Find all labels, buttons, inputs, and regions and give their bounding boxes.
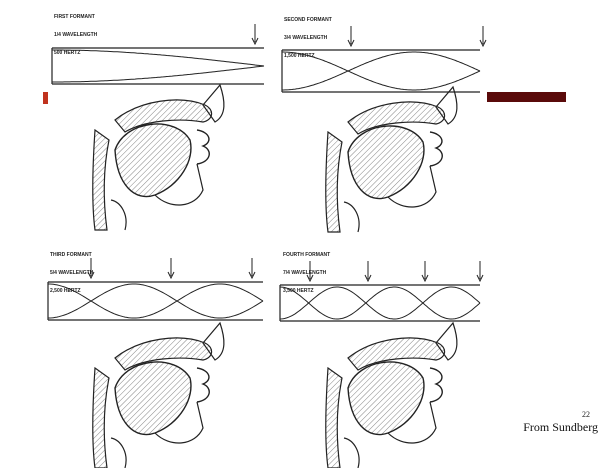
pharynx-wall: [326, 368, 342, 468]
lips-outline: [430, 368, 442, 402]
source-credit: From Sundberg: [523, 420, 598, 435]
larynx-outline: [344, 438, 359, 468]
tongue: [348, 362, 424, 435]
vocal-tract-fourth: [318, 328, 518, 468]
larynx-outline: [111, 438, 126, 468]
page-number: 22: [510, 410, 590, 419]
